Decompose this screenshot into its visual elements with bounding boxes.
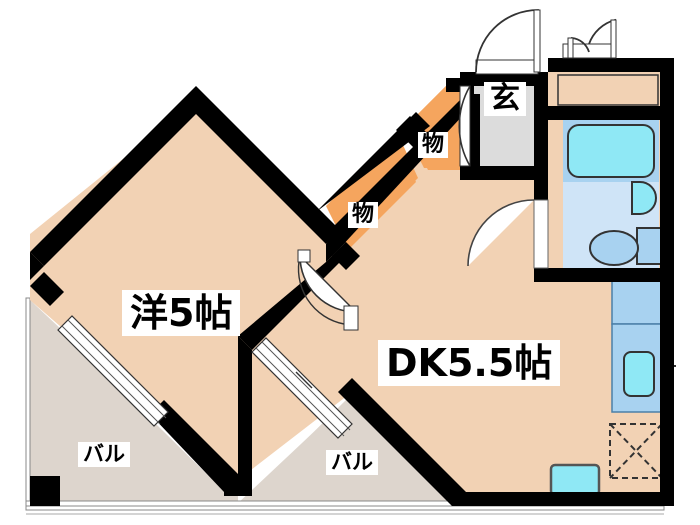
balcony-sliding-door-right[interactable] <box>251 337 353 439</box>
bathroom-door[interactable] <box>467 199 549 269</box>
kitchen-group <box>549 271 665 497</box>
appliance-space <box>609 423 663 479</box>
room-label-genkan: 玄 <box>484 82 526 116</box>
room-label-dk: DK5.5帖 <box>378 340 561 386</box>
room-label-balcony-left: バル <box>78 442 130 467</box>
room-label-balcony-right: バル <box>326 450 378 475</box>
appliance-space-cross-b <box>609 423 663 479</box>
stove-unit <box>549 463 601 497</box>
vanity-sink <box>631 181 657 215</box>
toilet-bowl <box>589 230 639 266</box>
bathtub <box>567 124 655 178</box>
room-label-storage-lower: 物 <box>348 202 379 228</box>
shoe-cabinet <box>557 74 659 106</box>
balcony-sliding-door-left[interactable] <box>57 315 169 427</box>
entrance-door[interactable] <box>475 9 541 75</box>
room-label-storage-upper: 物 <box>418 132 449 158</box>
genkan-inner-door[interactable] <box>458 85 471 167</box>
kitchen-sink <box>623 351 655 397</box>
room-label-washitsu: 洋5帖 <box>122 290 241 336</box>
top-double-door[interactable] <box>562 18 617 59</box>
appliance-space-cross-a <box>609 423 663 479</box>
closet-door[interactable] <box>297 249 359 331</box>
toilet-tank <box>636 227 662 265</box>
bathroom-group <box>563 120 662 272</box>
